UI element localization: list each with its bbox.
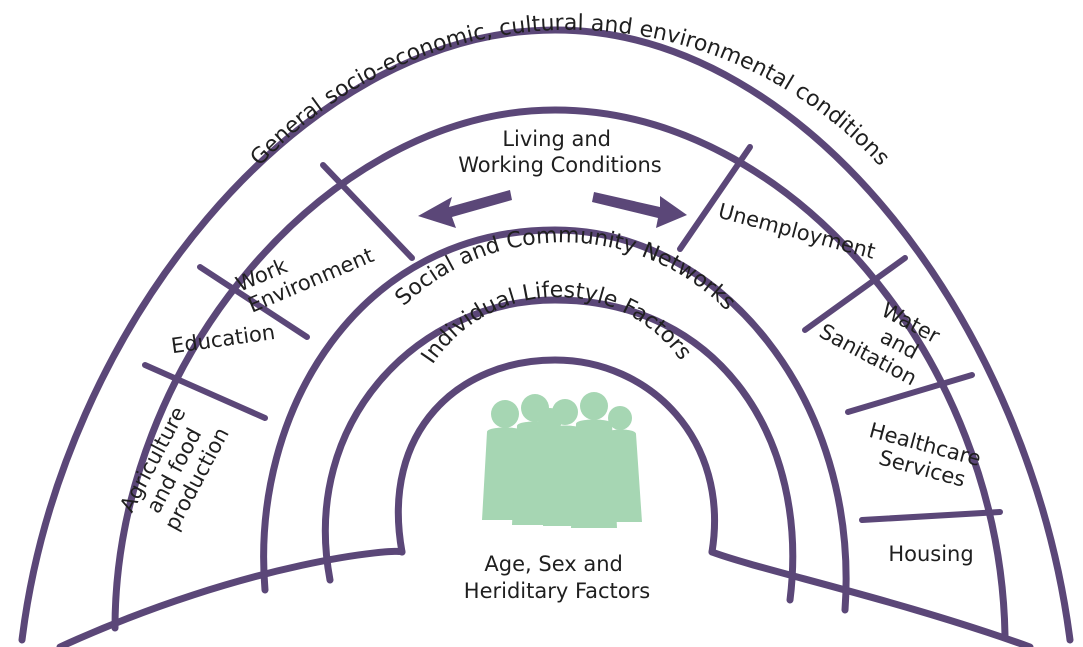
lifestyle-label: Individual Lifestyle Factors [417,278,696,368]
people-group-icon [482,392,642,528]
divider-unemployment-water [802,255,908,333]
left-arrow-icon [418,190,512,228]
divider-work-living [320,162,415,261]
divider-agriculture-education [142,362,268,421]
work-environment-label: Work Environment [232,221,377,319]
base-line [56,547,1034,647]
agriculture-label: Agriculture and food production [115,397,236,539]
outer-ring [18,26,1074,644]
divider-water-healthcare [845,372,975,415]
living-working-title: Living and Working Conditions [458,127,661,177]
social-networks-ring [260,226,850,614]
divider-education-work [197,264,310,340]
unemployment-label: Unemployment [716,199,878,264]
core-label: Age, Sex and Heriditary Factors [464,552,650,603]
divider-healthcare-housing [859,509,1003,523]
lifestyle-ring [321,296,797,604]
education-label: Education [170,320,277,358]
core-ring [394,356,718,556]
right-arrow-icon [592,192,687,228]
healthcare-label: Healthcare Services [861,418,990,496]
housing-label: Housing [888,542,973,566]
divider-living-unemployment [677,144,753,252]
